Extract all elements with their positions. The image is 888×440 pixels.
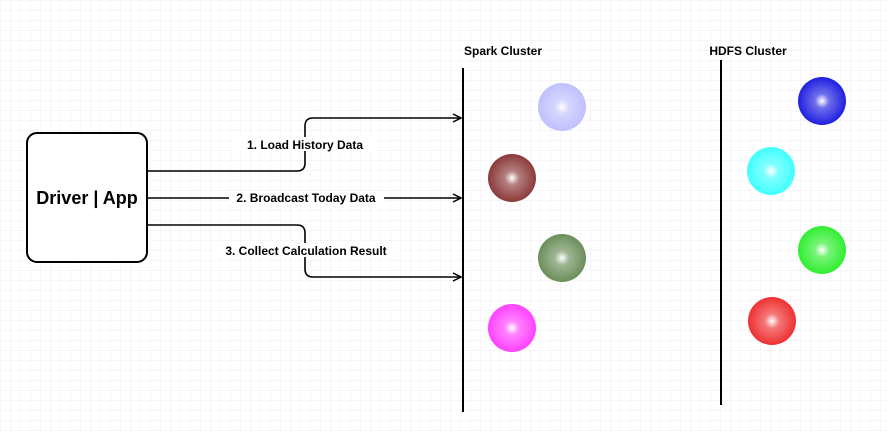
spark-node-2-highlight: [488, 154, 536, 202]
edge-label-broadcast-today: 2. Broadcast Today Data: [236, 191, 375, 205]
spark-node-1[interactable]: [538, 83, 586, 131]
hdfs-node-3[interactable]: [798, 226, 846, 274]
spark-node-2[interactable]: [488, 154, 536, 202]
edge-label-load-history: 1. Load History Data: [247, 138, 363, 152]
hdfs-node-4[interactable]: [748, 297, 796, 345]
driver-label: Driver | App: [36, 188, 137, 208]
hdfs-node-2-highlight: [747, 147, 795, 195]
hdfs-node-3-highlight: [798, 226, 846, 274]
driver-app-node[interactable]: Driver | App: [26, 132, 148, 263]
spark-node-4[interactable]: [488, 304, 536, 352]
spark-nodes: [488, 83, 586, 352]
spark-cluster-label: Spark Cluster: [464, 44, 542, 58]
spark-node-3-highlight: [538, 234, 586, 282]
hdfs-node-2[interactable]: [747, 147, 795, 195]
hdfs-node-1-highlight: [798, 77, 846, 125]
edge-label-bg-3: [216, 243, 396, 257]
edge-label-bg-1: [235, 137, 375, 151]
spark-node-4-highlight: [488, 304, 536, 352]
hdfs-node-1[interactable]: [798, 77, 846, 125]
edge-label-collect-result: 3. Collect Calculation Result: [225, 244, 386, 258]
edge-label-bg-2: [229, 191, 384, 205]
hdfs-nodes: [747, 77, 846, 345]
spark-node-1-highlight: [538, 83, 586, 131]
spark-node-3[interactable]: [538, 234, 586, 282]
hdfs-cluster-label: HDFS Cluster: [709, 44, 787, 58]
hdfs-node-4-highlight: [748, 297, 796, 345]
